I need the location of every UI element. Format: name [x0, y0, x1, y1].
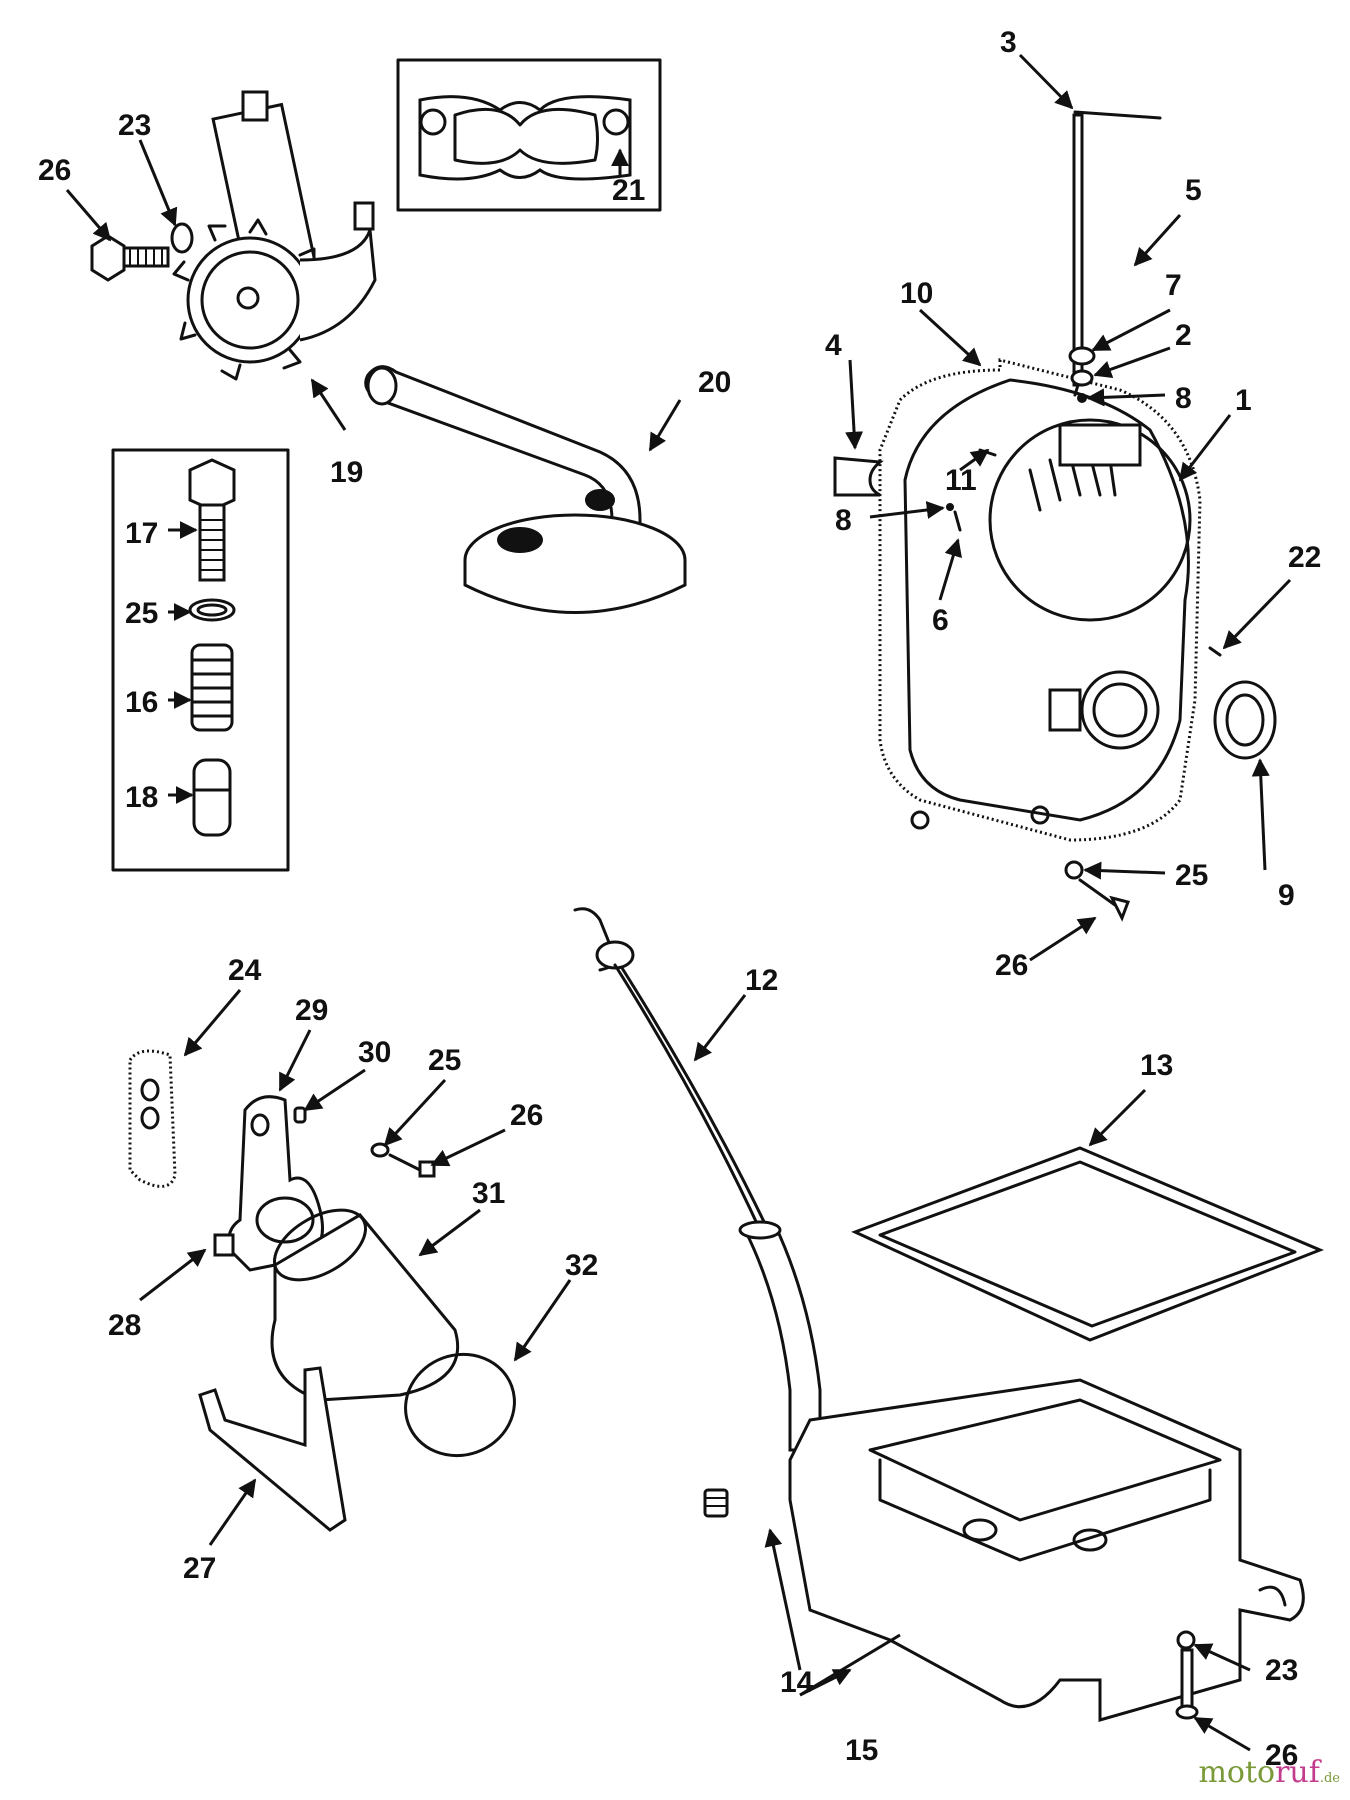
callout-14: 14: [780, 1666, 814, 1699]
oil-pan-15: [788, 1378, 1305, 1722]
fitting-28: [213, 1233, 235, 1257]
callout-25-valve: 25: [125, 597, 158, 630]
watermark-logo: motoruf.de: [1198, 1755, 1340, 1790]
callout-26-top: 26: [38, 154, 71, 187]
seal-7: [1068, 346, 1096, 366]
callout-25-cover: 25: [1175, 859, 1208, 892]
callout-5: 5: [1185, 174, 1202, 207]
callout-30: 30: [358, 1036, 391, 1069]
callout-2: 2: [1175, 319, 1192, 352]
callout-27: 27: [183, 1552, 216, 1585]
gear-cover-1: [878, 358, 1202, 842]
washer-2: [1070, 369, 1094, 387]
bracket-4: [833, 456, 884, 497]
callout-4: 4: [825, 329, 842, 362]
callout-25-adapter: 25: [428, 1044, 461, 1077]
callout-15: 15: [845, 1734, 878, 1767]
callout-23-pan: 23: [1265, 1654, 1298, 1687]
oil-filter-31: [270, 1208, 460, 1402]
callout-16: 16: [125, 686, 158, 719]
watermark-part-3: .de: [1319, 1771, 1340, 1786]
gasket-21-inset: [396, 58, 662, 212]
pin-8-side: [946, 503, 954, 511]
pin-30: [293, 1106, 307, 1124]
callout-3: 3: [1000, 26, 1017, 59]
pin-22: [1208, 646, 1222, 657]
bolt-26-pan: [1175, 1648, 1199, 1720]
leader-arrows: [65, 53, 1292, 1752]
callout-11: 11: [945, 464, 977, 497]
callout-20: 20: [698, 366, 731, 399]
callout-1: 1: [1235, 384, 1252, 417]
washer-23-top: [170, 222, 194, 254]
callout-8-top: 8: [1175, 382, 1192, 415]
callout-23-top: 23: [118, 109, 151, 142]
callout-19: 19: [330, 456, 363, 489]
oil-pan-gasket-13: [851, 1146, 1324, 1342]
oil-pump-19: [172, 90, 377, 381]
callout-7: 7: [1165, 269, 1182, 302]
washer-25-adapter: [370, 1142, 390, 1158]
callout-26-adapter: 26: [510, 1099, 543, 1132]
callout-32: 32: [565, 1249, 598, 1282]
watermark-part-2: ruf: [1275, 1755, 1320, 1790]
callout-18: 18: [125, 781, 158, 814]
gasket-24: [128, 1049, 177, 1188]
washer-25-cover: [1064, 860, 1084, 880]
callout-9: 9: [1278, 879, 1295, 912]
callout-6: 6: [932, 604, 949, 637]
relief-valve-inset: [111, 448, 290, 872]
callout-28: 28: [108, 1309, 141, 1342]
bolt-26-top: [90, 234, 170, 282]
drain-plug-14: [703, 1488, 729, 1518]
bolt-26-cover: [1078, 878, 1130, 922]
pin-6: [953, 510, 962, 532]
oil-pickup-20: [364, 365, 687, 614]
callout-22: 22: [1288, 541, 1321, 574]
callout-24: 24: [228, 954, 262, 987]
callout-26-cover: 26: [995, 949, 1028, 982]
pin-8-top: [1077, 393, 1087, 403]
oil-seal-9: [1213, 680, 1277, 760]
callout-17: 17: [125, 517, 158, 550]
callout-8-side: 8: [835, 504, 852, 537]
callout-26-pan: 26: [1265, 1739, 1298, 1772]
callout-10: 10: [900, 277, 933, 310]
washer-23-pan: [1176, 1630, 1196, 1650]
callout-21: 21: [612, 174, 645, 207]
callout-12: 12: [745, 964, 778, 997]
callout-29: 29: [295, 994, 328, 1027]
watermark-part-1: moto: [1198, 1755, 1276, 1790]
bracket-27: [198, 1366, 347, 1532]
callout-13: 13: [1140, 1049, 1173, 1082]
dipstick-tube-12: [573, 907, 822, 1452]
o-ring-32: [404, 1352, 516, 1458]
callout-31: 31: [472, 1177, 505, 1210]
callout-labels: 26 23 19 21 20 17 25 16 18 3 5 7 2 8 10 …: [38, 26, 1321, 1772]
bolt-26-adapter: [388, 1153, 436, 1178]
